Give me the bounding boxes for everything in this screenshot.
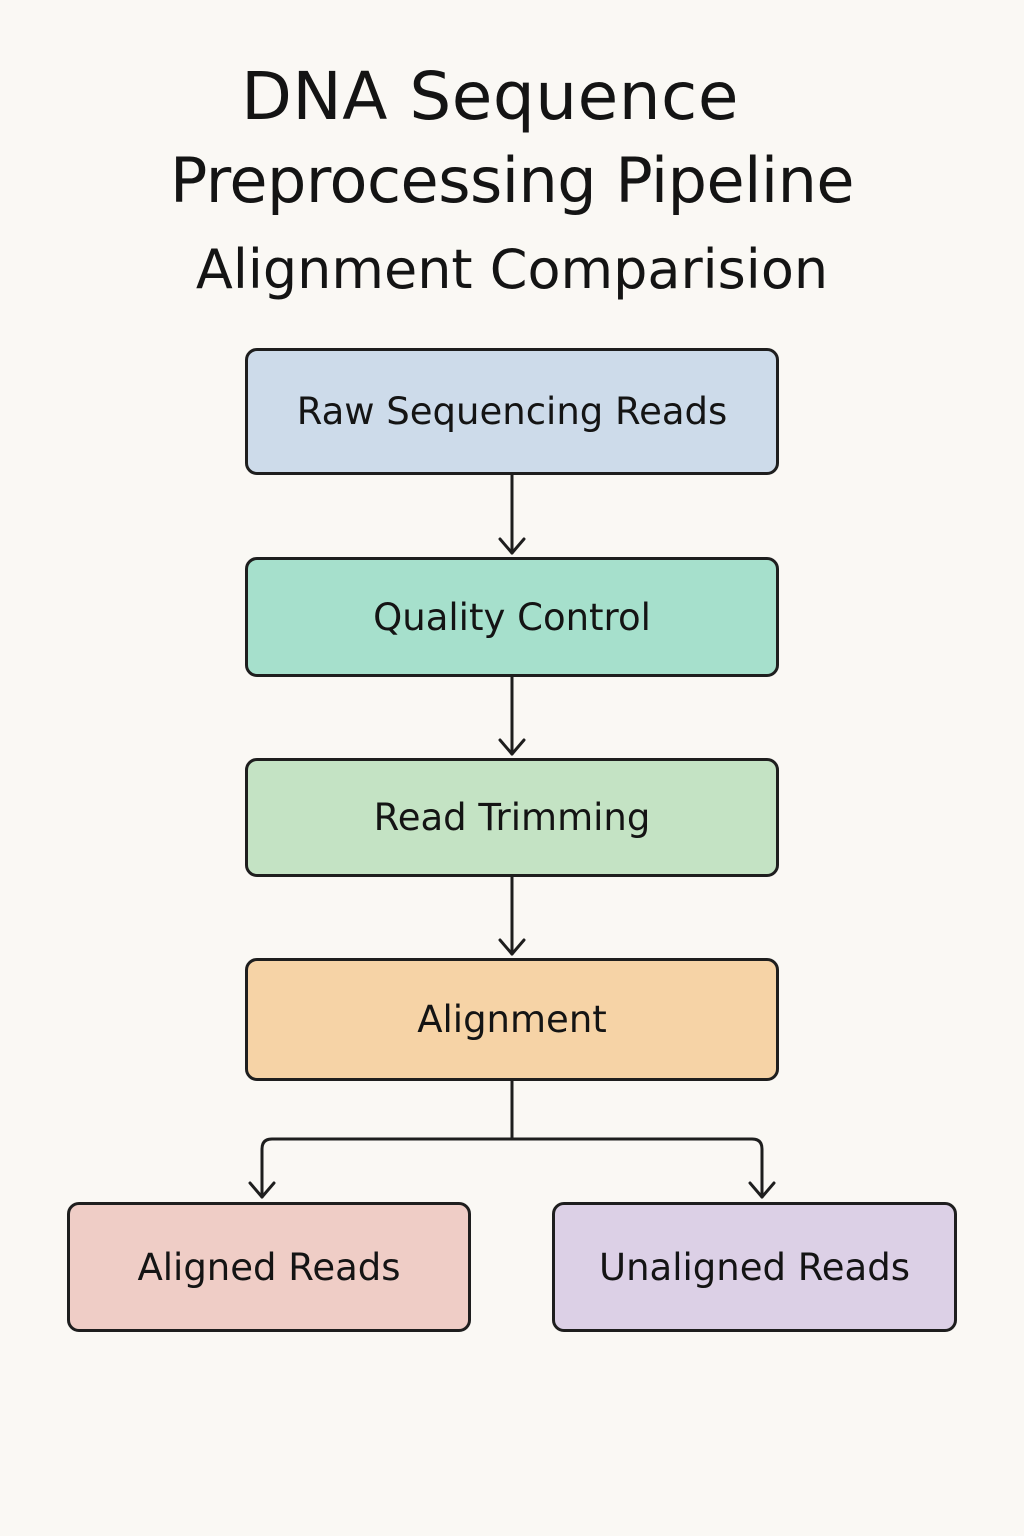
arrowhead-qc bbox=[498, 537, 526, 555]
node-label: Quality Control bbox=[373, 595, 651, 639]
edge-branch-to-aligned bbox=[260, 1137, 514, 1199]
node-label: Aligned Reads bbox=[137, 1245, 401, 1289]
node-alignment: Alignment bbox=[245, 958, 779, 1081]
node-label: Alignment bbox=[417, 998, 607, 1041]
arrowhead-align bbox=[498, 938, 526, 956]
edge-branch-to-unaligned bbox=[510, 1137, 764, 1199]
node-read-trimming: Read Trimming bbox=[245, 758, 779, 877]
arrowhead-unaligned bbox=[748, 1181, 776, 1199]
arrowhead-aligned bbox=[248, 1181, 276, 1199]
node-label: Read Trimming bbox=[373, 796, 651, 839]
node-label: Raw Sequencing Reads bbox=[296, 390, 728, 433]
diagram-subtitle: Alignment Comparision bbox=[195, 238, 829, 301]
node-unaligned-reads: Unaligned Reads bbox=[552, 1202, 957, 1332]
node-quality-control: Quality Control bbox=[245, 557, 779, 677]
node-aligned-reads: Aligned Reads bbox=[67, 1202, 471, 1332]
diagram-title-line-2: Preprocessing Pipeline bbox=[169, 144, 855, 217]
arrowhead-trim bbox=[498, 738, 526, 756]
node-raw-sequencing-reads: Raw Sequencing Reads bbox=[245, 348, 779, 475]
node-label: Unaligned Reads bbox=[599, 1245, 910, 1289]
diagram-title-line-1: DNA Sequence bbox=[241, 58, 739, 135]
